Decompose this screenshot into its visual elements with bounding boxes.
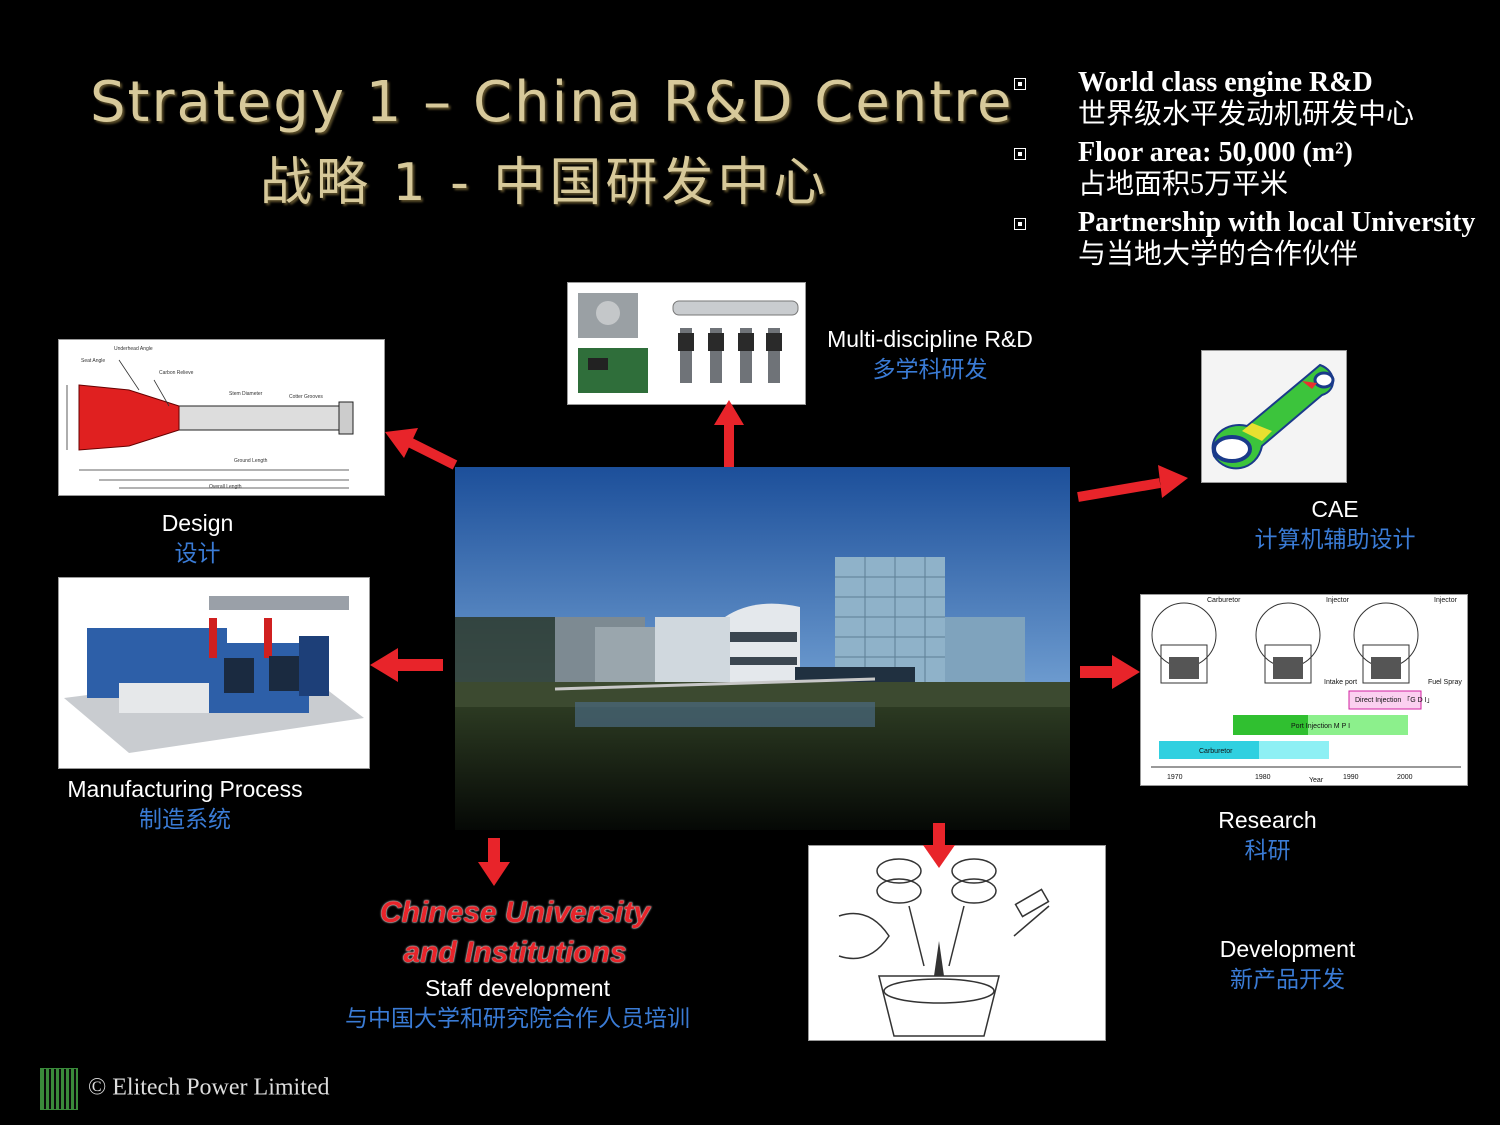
bullet-icon	[1014, 78, 1026, 90]
design-label: Design 设计	[161, 510, 234, 566]
bullet-icon	[1014, 148, 1026, 160]
svg-text:Carbon Relieve: Carbon Relieve	[159, 370, 194, 376]
arrow-right-icon	[1077, 465, 1188, 502]
development-label: Development 新产品开发	[1219, 936, 1356, 992]
chart-label: Injector	[1326, 597, 1350, 604]
engine-cylinder-drawing	[808, 845, 1106, 1041]
bullet-list: World class engine R&D 世界级水平发动机研发中心 Floo…	[1010, 68, 1490, 278]
svg-text:Overall Length: Overall Length	[209, 484, 242, 490]
bullet-item: World class engine R&D 世界级水平发动机研发中心	[1010, 68, 1490, 132]
page-title: Strategy 1 – China R&D Centre	[90, 70, 1014, 135]
chart-tick: 2000	[1397, 774, 1413, 781]
arrow-down-icon	[478, 838, 510, 886]
bullet-item: Floor area: 50,000 (m²) 占地面积5万平米	[1010, 138, 1490, 202]
svg-text:Cotter Grooves: Cotter Grooves	[289, 394, 323, 400]
chart-tick: 1990	[1343, 774, 1359, 781]
research-label: Research 科研	[1218, 807, 1317, 863]
arrow-up-left-icon	[385, 428, 458, 470]
bullet-icon	[1014, 218, 1026, 230]
cae-connecting-rod-image	[1201, 350, 1347, 483]
arrow-up-icon	[714, 400, 744, 467]
chart-bar-label: Carburetor	[1199, 748, 1233, 755]
chart-tick: 1980	[1255, 774, 1271, 781]
chart-label: Intake port	[1324, 679, 1357, 686]
chart-label: Fuel Spray	[1428, 679, 1462, 686]
chart-label: Injector	[1434, 597, 1458, 604]
svg-text:Stem Diameter: Stem Diameter	[229, 391, 263, 397]
bullet-item: Partnership with local University 与当地大学的…	[1010, 208, 1490, 272]
injection-system-image	[567, 282, 806, 405]
rd-centre-photo	[455, 467, 1070, 830]
chart-tick: 1970	[1167, 774, 1183, 781]
svg-text:Seat Angle: Seat Angle	[81, 358, 105, 364]
chart-label: Carburetor	[1207, 597, 1241, 604]
chart-axis-label: Year	[1309, 777, 1324, 784]
multidiscipline-label: Multi-discipline R&D 多学科研发	[827, 326, 1033, 382]
manufacturing-line-image	[58, 577, 370, 769]
cae-label: CAE 计算机辅助设计	[1254, 496, 1416, 552]
arrow-down-icon	[923, 823, 955, 868]
page-title-chinese: 战略 1 - 中国研发中心	[260, 153, 830, 213]
manufacturing-label: Manufacturing Process 制造系统	[67, 776, 303, 832]
staff-development-label: Staff development 与中国大学和研究院合作人员培训	[345, 975, 690, 1031]
svg-text:Ground Length: Ground Length	[234, 458, 268, 464]
chart-bar-label: Port Injection M P I	[1291, 723, 1350, 730]
elitech-logo	[40, 1068, 78, 1110]
chart-bar-label: Direct Injection 「G D I」	[1355, 696, 1434, 704]
svg-text:Underhead Angle: Underhead Angle	[114, 346, 153, 352]
arrow-right-icon	[1080, 655, 1140, 689]
university-heading: Chinese University and Institutions	[379, 896, 651, 969]
arrow-left-icon	[370, 648, 443, 682]
fuel-system-history-chart: Carburetor Injector Injector Intake port…	[1140, 594, 1468, 786]
footer: © Elitech Power Limited	[40, 1068, 330, 1110]
